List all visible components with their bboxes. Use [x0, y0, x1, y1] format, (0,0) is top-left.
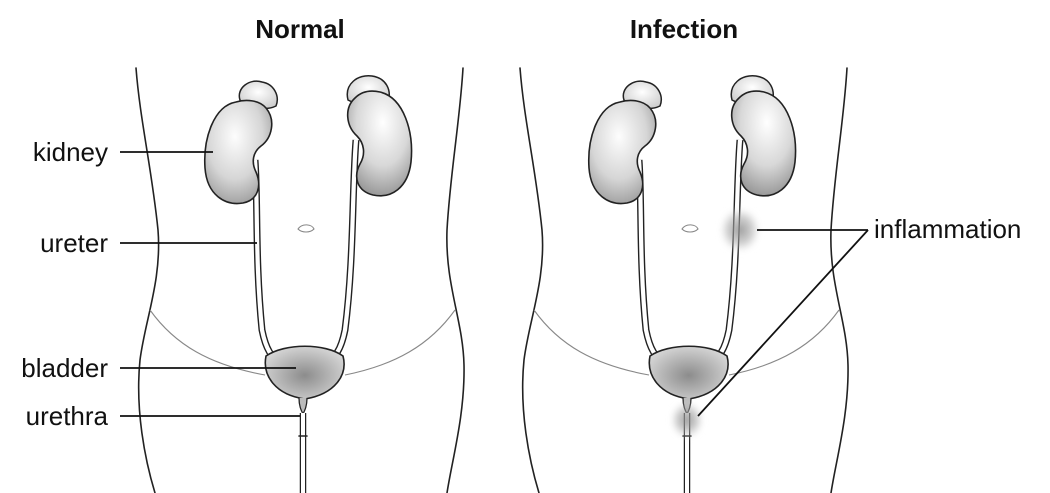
kidney	[589, 100, 656, 203]
bladder	[265, 346, 344, 399]
label-ureter: ureter	[40, 228, 108, 258]
title-normal: Normal	[255, 14, 345, 44]
ureter	[255, 140, 356, 362]
kidney	[205, 100, 272, 203]
label-urethra: urethra	[26, 401, 109, 431]
inflammation-spot-ureter	[718, 206, 762, 254]
ureter	[639, 140, 740, 362]
navel	[682, 225, 698, 232]
body-normal	[136, 68, 464, 493]
label-kidney: kidney	[33, 137, 108, 167]
urethra	[299, 398, 307, 493]
label-bladder: bladder	[21, 353, 108, 383]
title-infection: Infection	[630, 14, 738, 44]
inflammation-spot-urethra	[669, 400, 705, 440]
navel	[298, 225, 314, 232]
bladder	[649, 346, 728, 399]
label-inflammation: inflammation	[874, 214, 1021, 244]
